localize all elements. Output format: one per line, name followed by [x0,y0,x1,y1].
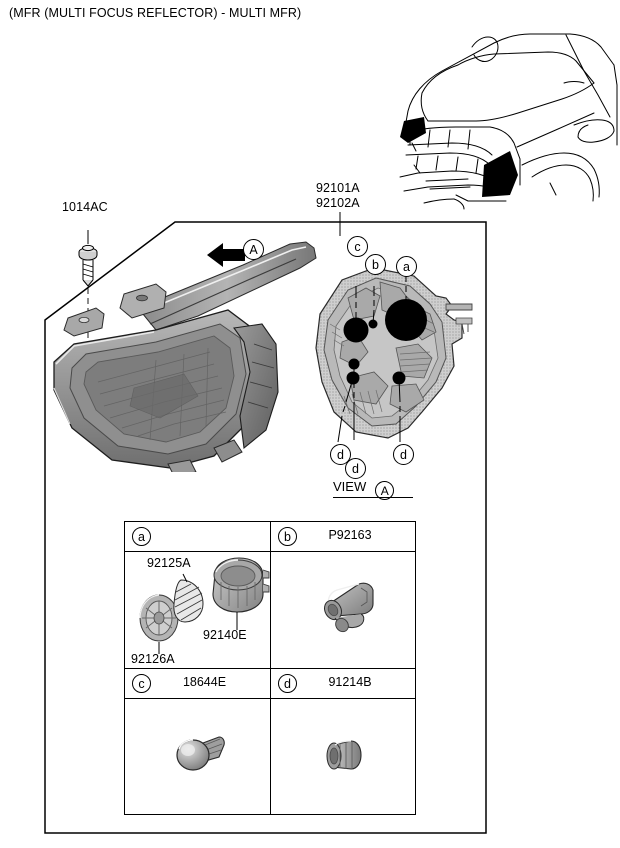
legend-letter-d: d [278,674,297,693]
view-a-label: VIEW A [333,478,417,500]
headlamp-part-leader-line [339,212,341,236]
legend-part-b: P92163 [328,528,372,542]
headlamp-part-label-2: 92102A [316,196,360,210]
view-arrow-letter: A [243,239,264,260]
legend-cell-b-body [271,552,415,668]
legend-cell-d-header: d 91214B [271,669,415,699]
housing-callout-d2: d [345,458,366,479]
legend-cell-c-body [125,699,270,814]
housing-callout-b: b [365,254,386,275]
legend-cell-a-header: a [125,522,270,552]
legend-part-d: 91214B [328,675,372,689]
legend-cell-a: a [125,522,270,668]
legend-letter-a: a [132,527,151,546]
headlamp-part-label-1: 92101A [316,181,360,195]
bolt-part-label: 1014AC [62,200,108,214]
page-title: (MFR (MULTI FOCUS REFLECTOR) - MULTI MFR… [9,6,302,20]
bulb-icon [176,736,225,771]
grommet-cap-icon [326,740,362,770]
legend-cell-b: b P92163 [270,522,415,668]
legend-cell-d-body [271,699,415,814]
legend-part-c: 18644E [182,675,227,689]
view-letter-circle: A [375,481,395,500]
housing-callout-d3: d [393,444,414,465]
legend-cell-c: c 18644E [125,668,270,814]
legend-a-sub-label-2: 92140E [203,628,247,642]
legend-letter-b: b [278,527,297,546]
vehicle-illustration [399,33,618,210]
legend-cell-d: d 91214B [270,668,415,814]
reflector-bezel-assembly-icon [139,557,270,654]
view-label-text: VIEW [333,479,367,494]
headlamp-assembly-illustration [53,241,317,472]
housing-callout-d1: d [330,444,351,465]
bolt-illustration [78,230,98,326]
legend-cell-b-header: b P92163 [271,522,415,552]
legend-letter-c: c [132,674,151,693]
bulb-socket-connector-icon [324,582,374,633]
parts-legend-table: a [124,521,416,815]
legend-a-sub-label-1: 92125A [147,556,191,570]
view-direction-arrow [207,243,245,267]
assembly-frame [44,221,487,834]
legend-cell-a-body: 92125A 92140E 92126A [125,552,270,668]
legend-a-sub-label-3: 92126A [131,652,175,666]
rear-housing-illustration [315,267,473,443]
housing-callout-a: a [396,256,417,277]
legend-cell-c-header: c 18644E [125,669,270,699]
housing-callout-c: c [347,236,368,257]
view-label-underline [333,497,413,499]
